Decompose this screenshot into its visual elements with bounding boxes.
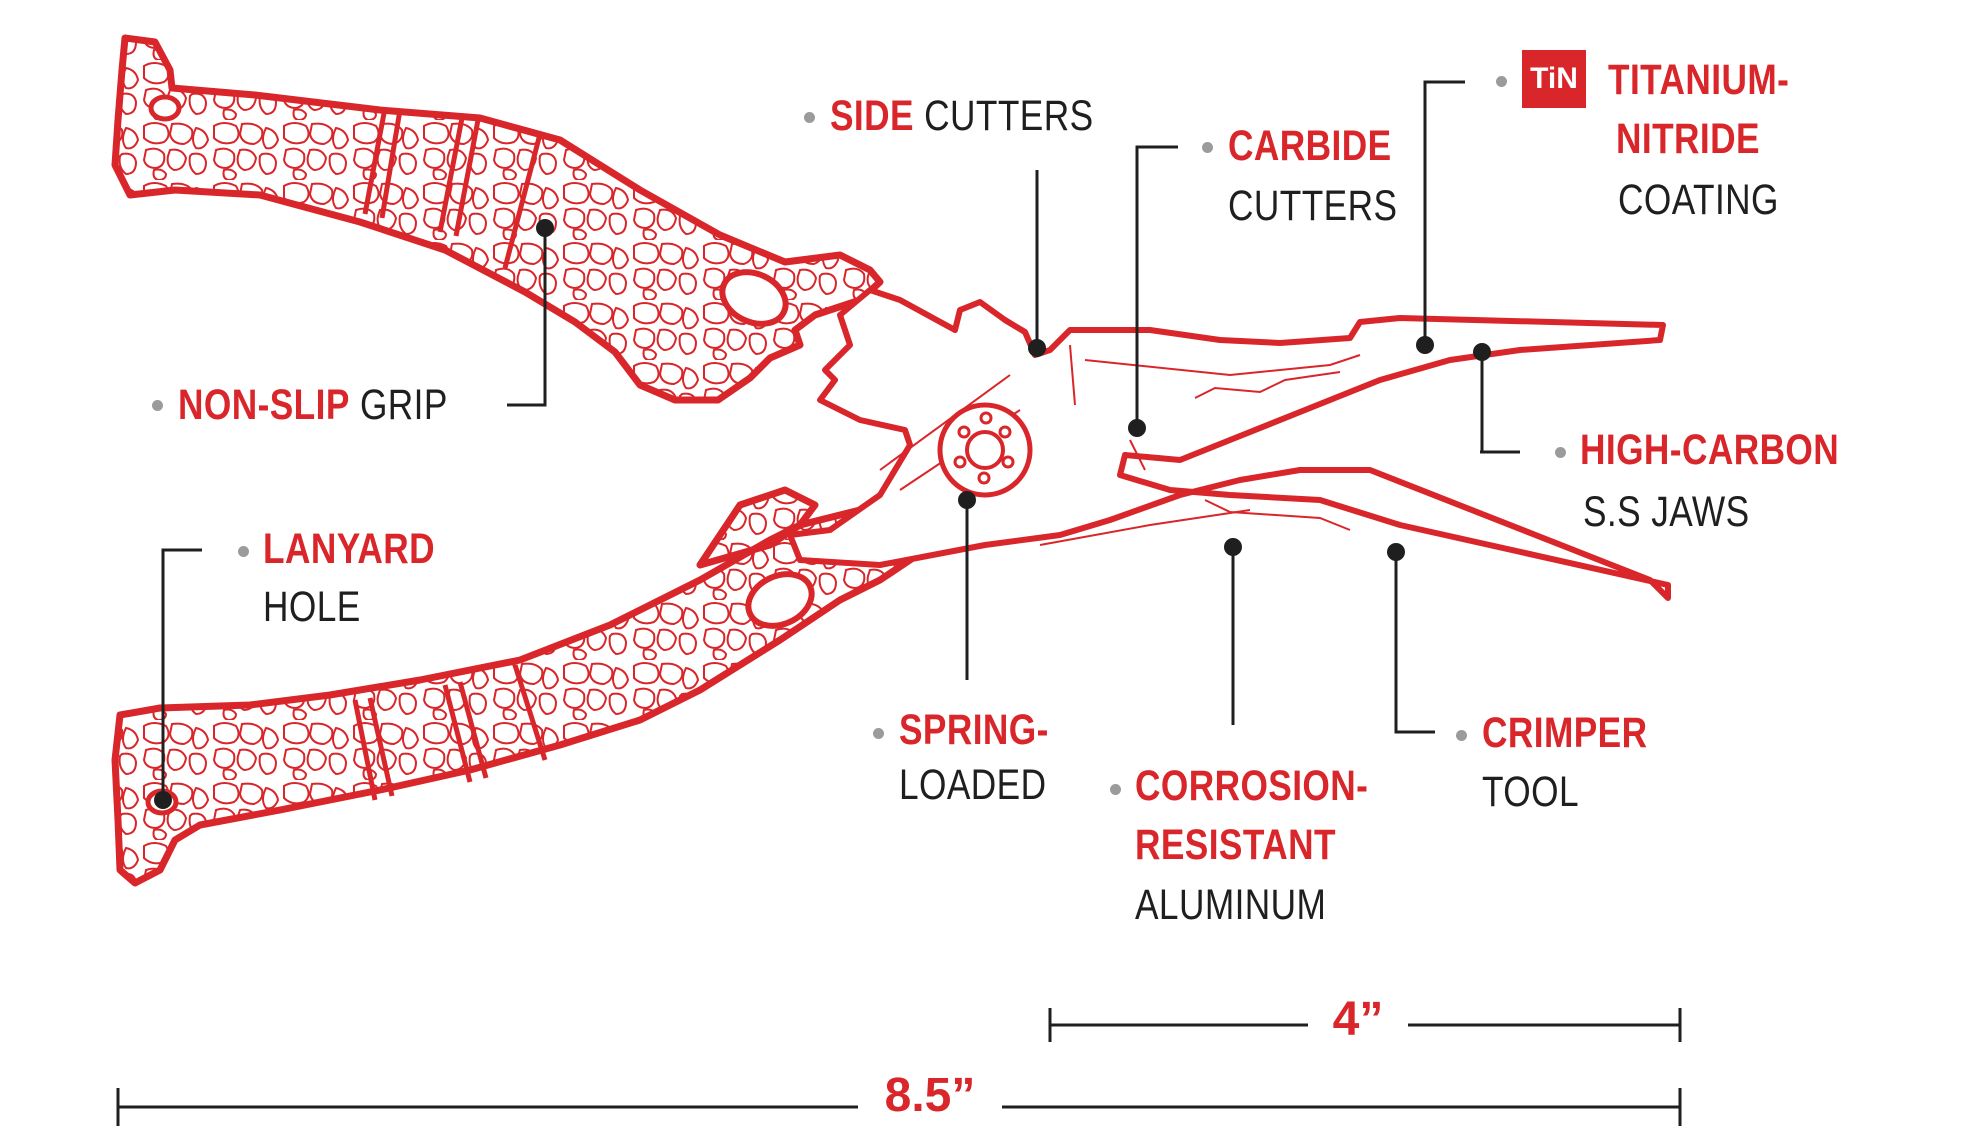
anchor-crimper-tool (1387, 543, 1405, 561)
upper-grip-bands (362, 107, 543, 269)
label-non-slip-red: NON-SLIP (178, 381, 350, 429)
lower-handle-upper-lobe (696, 486, 819, 569)
tin-logo: TiN (1522, 50, 1586, 108)
label-side-cutters-black: CUTTERS (924, 92, 1094, 140)
leader-high-carbon-jaws (1480, 352, 1484, 454)
label-corrosion-red-1: CORROSION- (1135, 762, 1369, 810)
anchor-non-slip-grip (536, 219, 554, 237)
label-carbide-red: CARBIDE (1228, 122, 1392, 170)
dimension-4in: 4” (1332, 993, 1384, 1046)
label-tin-red-1: TITANIUM- (1608, 56, 1790, 104)
label-side-cutters: SIDE CUTTERS (830, 86, 1094, 146)
anchor-side-cutters (1028, 339, 1046, 357)
label-high-carbon-black: S.S JAWS (1583, 488, 1750, 536)
bullet-high-carbon (1555, 447, 1566, 458)
label-crimper-black: TOOL (1482, 768, 1580, 816)
bullet-tin-coating (1496, 76, 1507, 87)
anchor-lanyard-hole (154, 791, 172, 809)
lanyard-hole-upper (148, 94, 182, 122)
label-high-carbon-red: HIGH-CARBON (1580, 426, 1840, 474)
leader-crimper-tool (1394, 552, 1435, 734)
pivot-inner (965, 430, 1005, 470)
bullet-corrosion (1110, 784, 1121, 795)
upper-handle-oval-hole (719, 269, 789, 327)
bullet-carbide-cutters (1202, 142, 1213, 153)
label-crimper-red: CRIMPER (1482, 709, 1648, 757)
label-non-slip-black: GRIP (359, 381, 448, 429)
bullet-lanyard (238, 546, 249, 557)
lower-grip-bands (352, 664, 548, 801)
lower-handle (111, 486, 949, 887)
label-lanyard-red: LANYARD (263, 525, 436, 573)
label-tin-black: COATING (1618, 176, 1779, 224)
head-outline (787, 287, 1671, 601)
dimension-lines (116, 1008, 1682, 1126)
leader-carbide-cutters (1135, 145, 1178, 428)
upper-handle-outline (111, 34, 884, 404)
leader-non-slip-grip (507, 228, 547, 407)
anchor-high-carbon-jaws (1473, 343, 1491, 361)
anchor-tin-coating (1416, 336, 1434, 354)
callout-lines (161, 80, 1520, 800)
dimension-8-5in: 8.5” (884, 1069, 976, 1122)
label-non-slip-grip: NON-SLIP GRIP (178, 375, 448, 435)
callout-dots (154, 219, 1491, 809)
anchor-carbide-cutters (1128, 419, 1146, 437)
pivot-rivet (937, 402, 1033, 498)
anchor-corrosion-resistant (1224, 538, 1242, 556)
bullet-spring (873, 728, 884, 739)
label-carbide-black: CUTTERS (1228, 182, 1398, 230)
label-lanyard-black: HOLE (263, 583, 361, 631)
label-corrosion-black: ALUMINUM (1135, 881, 1327, 929)
label-tin-red-2: NITRIDE (1616, 115, 1760, 163)
upper-handle (111, 34, 884, 404)
label-side-cutters-red: SIDE (830, 92, 914, 140)
anchor-spring-loaded (958, 491, 976, 509)
label-spring-red: SPRING- (899, 706, 1049, 754)
lower-handle-outline (111, 496, 949, 887)
pliers-head (787, 287, 1671, 601)
bullet-side-cutters (804, 112, 815, 123)
label-corrosion-red-2: RESISTANT (1135, 821, 1336, 869)
bullet-non-slip-grip (152, 400, 163, 411)
label-spring-black: LOADED (899, 761, 1047, 809)
bullet-crimper (1456, 730, 1467, 741)
leader-lanyard-hole (161, 548, 202, 800)
leader-tin-coating (1423, 80, 1465, 345)
lower-handle-oval-hole (745, 571, 815, 629)
